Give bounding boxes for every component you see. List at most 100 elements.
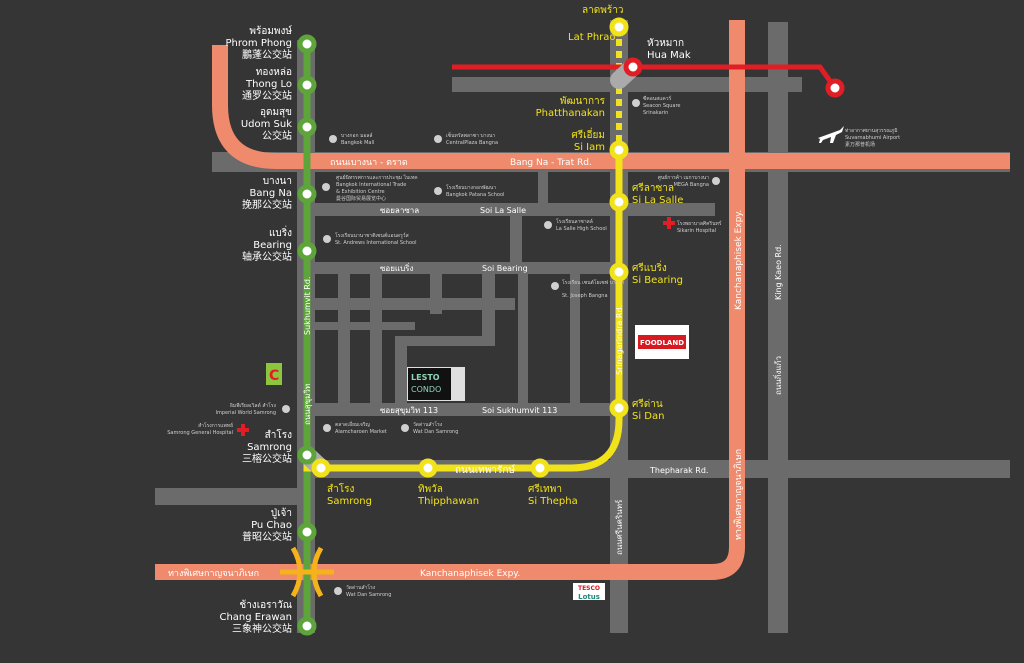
station-bang-na[interactable] (297, 184, 317, 204)
station-chang-erawan[interactable] (297, 616, 317, 636)
station-red-terminus[interactable] (825, 78, 845, 98)
hospital-icon (237, 424, 249, 436)
label-th: ศรีแบริ่ง (632, 260, 667, 274)
poi-label: โรงเรียนบางกอกพัฒนา (446, 184, 496, 191)
station-pu-chao[interactable] (297, 522, 317, 542)
label-th: แบริ่ง (269, 225, 292, 239)
poi-label: โรงพยาบาลศิครินทร์ (677, 220, 722, 227)
station-samrong-yellow[interactable] (311, 458, 331, 478)
poi-dot (632, 99, 640, 107)
poi-markers (282, 99, 720, 595)
road-king-kaeo (768, 22, 788, 633)
label-zh: 三榕公交站 (242, 452, 292, 465)
poi-dot (551, 282, 559, 290)
road-minor (510, 216, 522, 262)
station-si-dan[interactable] (609, 398, 629, 418)
station-bearing[interactable] (297, 241, 317, 261)
station-phrom-phong[interactable] (297, 34, 317, 54)
station-si-thepha[interactable] (530, 458, 550, 478)
poi-label: โรงเรียน เซนต์โยเซฟ บางนา (562, 279, 625, 286)
station-udom-suk[interactable] (297, 117, 317, 137)
label-en: Pu Chao (251, 520, 292, 531)
interchange-ramp (280, 546, 334, 598)
poi-label: สำโรงการแพทย์ (198, 422, 233, 429)
poi-dot (334, 587, 342, 595)
poi-label: 曼谷国际贸易展览中心 (336, 195, 386, 202)
road-minor (395, 336, 495, 346)
road-minor (395, 336, 407, 403)
label-th: พร้อมพงษ์ (249, 25, 292, 37)
label-en: Udom Suk (241, 119, 292, 130)
label-en: Bang Na (250, 188, 292, 199)
label-en: Thipphawan (417, 496, 479, 507)
poi-label: Srinakarin (643, 110, 668, 116)
label-th: อุดมสุข (260, 107, 292, 118)
road-label: Srinagarindra Rd. (615, 305, 624, 375)
poi-label: วัดด่านสำโรง (346, 584, 376, 591)
label-th: สำโรง (265, 428, 292, 441)
logo-text: Lotus (578, 593, 600, 601)
label-th: พัฒนาการ (560, 96, 606, 107)
poi-label: Sikarin Hospital (677, 228, 716, 234)
poi-dot (282, 405, 290, 413)
road-label: Kanchanaphisek Expy. (420, 569, 520, 579)
station-thong-lo[interactable] (297, 75, 317, 95)
poi-label: Suvarnabhumi Airport (845, 135, 900, 141)
label-zh: 通罗公交站 (242, 89, 292, 102)
road-minor (315, 298, 515, 310)
label-th: ปู่เจ้า (271, 507, 292, 519)
label-en: Si Bearing (632, 275, 683, 286)
station-si-la-salle[interactable] (609, 192, 629, 212)
poi-label: 素万那普机场 (845, 141, 875, 148)
lesto-condo-logo: LESTO CONDO (407, 367, 465, 401)
road-label: Sukhumvit Rd. (303, 276, 312, 335)
logo-text: CONDO (411, 385, 441, 394)
poi-label: ซีคอนสแควร์ (643, 95, 672, 102)
label-en: Samrong (327, 496, 372, 507)
poi-label: Imperial World Samrong (216, 410, 276, 416)
road-label: Soi Bearing (482, 264, 528, 273)
label-th: ช้างเอราวัณ (239, 599, 292, 611)
poi-label: ตลาดเอี่ยมเจริญ (335, 421, 370, 428)
poi-label: & Exhibition Centre (336, 189, 385, 195)
poi-dot (329, 135, 337, 143)
label-th: ศรีด่าน (632, 398, 663, 410)
poi-label: St. Joseph Bangna (562, 293, 608, 299)
road-minor (315, 322, 415, 330)
road-label: King Kaeo Rd. (774, 244, 783, 300)
poi-label: St. Andrews International School (335, 240, 416, 246)
station-si-iam[interactable] (609, 140, 629, 160)
poi-label: Seacon Square (643, 103, 680, 109)
label-zh: 鵬蓬公交站 (242, 48, 292, 61)
label-en: Phatthanakan (536, 108, 605, 119)
station-lat-phrao[interactable] (609, 17, 629, 37)
label-en: Lat Phrao (568, 32, 616, 43)
station-hua-mak[interactable] (623, 57, 643, 77)
poi-dot (323, 424, 331, 432)
poi-label: โรงเรียนลาซาลล์ (556, 218, 593, 225)
label-zh: 公交站 (262, 129, 292, 142)
label-en: Si Dan (632, 411, 664, 422)
green-station-labels: พร้อมพงษ์ Phrom Phong 鵬蓬公交站 ทองหล่อ Thon… (219, 25, 292, 635)
station-thipphawan[interactable] (418, 458, 438, 478)
station-si-bearing[interactable] (609, 262, 629, 282)
poi-label: Bangkok Mall (341, 140, 374, 146)
label-th: ศรีเอี่ยม (571, 127, 605, 141)
poi-dot (323, 235, 331, 243)
road-label: ถนนสุขุมวิท (303, 384, 312, 425)
label-en: Bearing (253, 240, 292, 251)
label-th: หัวหมาก (647, 38, 684, 49)
label-en: Si Iam (574, 142, 605, 153)
road-minor (482, 274, 495, 346)
poi-label: Bangkok Patana School (446, 192, 504, 198)
poi-label: La Salle High School (556, 226, 607, 232)
poi-label: อิมพีเรียลเวิลด์ สำโรง (230, 402, 277, 409)
road-soi-113 (315, 403, 620, 416)
station-samrong-green[interactable] (297, 445, 317, 465)
poi-label: ศูนย์การค้า เมกาบางนา (658, 174, 709, 181)
label-en: Thong Lo (245, 79, 292, 90)
road-minor (338, 274, 350, 403)
tesco-lotus-logo: TESCO Lotus (573, 583, 605, 601)
road-label: ถนนเทพารักษ์ (455, 464, 515, 476)
